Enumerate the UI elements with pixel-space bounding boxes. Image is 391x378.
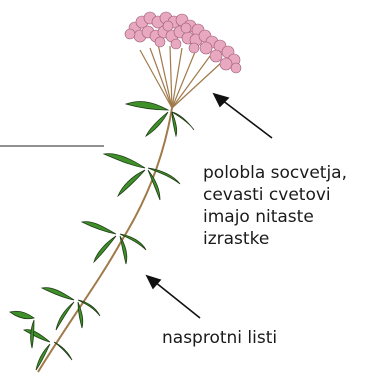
label-leaves: nasprotni listi xyxy=(162,327,277,349)
plant-stem xyxy=(38,108,172,372)
label-inflorescence: polobla socvetja, cevasti cvetovi imajo … xyxy=(203,162,347,250)
arrow-leaves xyxy=(147,276,200,318)
flower-cluster xyxy=(125,12,241,73)
label-inflorescence-line-2: cevasti cvetovi xyxy=(203,184,347,206)
label-inflorescence-line-1: polobla socvetja, xyxy=(203,162,347,184)
flower-stalks xyxy=(140,44,222,108)
label-inflorescence-line-3: imajo nitaste xyxy=(203,206,347,228)
arrow-inflorescence xyxy=(214,94,272,138)
label-inflorescence-line-4: izrastke xyxy=(203,228,347,250)
